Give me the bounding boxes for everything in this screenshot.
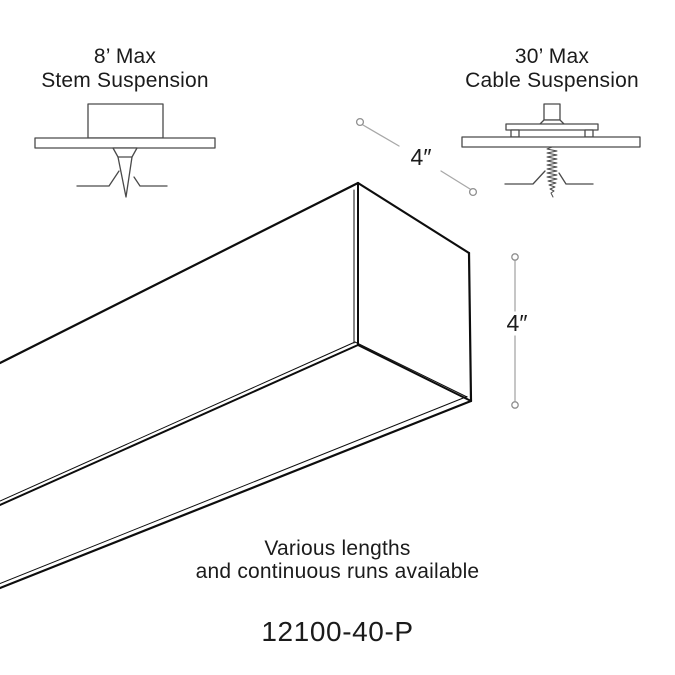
cable-ceiling-break-left [504,170,546,185]
fixture-body-fill [0,183,471,588]
fixture-end-back-edge [467,251,473,403]
stem-ceiling-break-right [133,176,168,187]
cable-canopy-top-plate [505,123,599,131]
fixture-top-front-edge [0,181,360,365]
model-number: 12100-40-P [261,616,414,647]
cable-suspension-drawing [461,103,641,198]
width-dimension-label: 4″ [410,144,432,170]
cable-canopy-right-tab [584,129,594,138]
stem-ceiling-plate [34,137,216,149]
fixture-lens-seam [0,341,468,502]
width-dimension-end-circle-bottom [468,187,478,197]
cable-canopy-left-tab [510,129,520,138]
cable-suspension-title-line2: Cable Suspension [465,69,639,92]
fixture-top-end-edge [356,181,471,255]
stem-suspension-title-line2: Stem Suspension [41,69,209,92]
height-dimension-label: 4″ [506,310,528,336]
stem-suspension-title: 8’ Max Stem Suspension [20,45,230,93]
width-dimension-segment-1 [362,124,400,147]
availability-note-line1: Various lengths [264,537,411,560]
height-dimension-end-circle-top [511,253,519,261]
stem-canopy-block [87,103,164,139]
cable-ceiling-break-right [558,172,594,185]
availability-note-line2: and continuous runs available [195,560,480,583]
height-dimension-end-circle-bottom [511,401,519,409]
fixture-bottom-end-edge [357,344,472,402]
stem-suspension-title-line1: 8’ Max [93,45,157,68]
stem-ceiling-break-left [76,170,120,187]
threaded-stud [546,146,558,198]
width-dimension-line [355,117,478,197]
fixture-bottom-back-seam [0,396,468,584]
height-dimension-line [511,253,519,409]
fixture-drawing [0,181,473,590]
cable-gripper [543,103,561,121]
stem-suspension-drawing [34,103,216,198]
width-dimension-segment-2 [440,170,471,190]
availability-note: Various lengths and continuous runs avai… [0,537,675,583]
cable-suspension-title: 30’ Max Cable Suspension [447,45,657,93]
cable-ceiling-plate [461,136,641,148]
width-dimension-end-circle-top [355,117,365,127]
fixture-bottom-front-edge [0,344,359,506]
fixture-bottom-back-edge [0,399,473,590]
stem-neck [112,147,138,158]
cable-suspension-title-line1: 30’ Max [514,45,590,68]
stem-mounting-spike [117,156,133,198]
